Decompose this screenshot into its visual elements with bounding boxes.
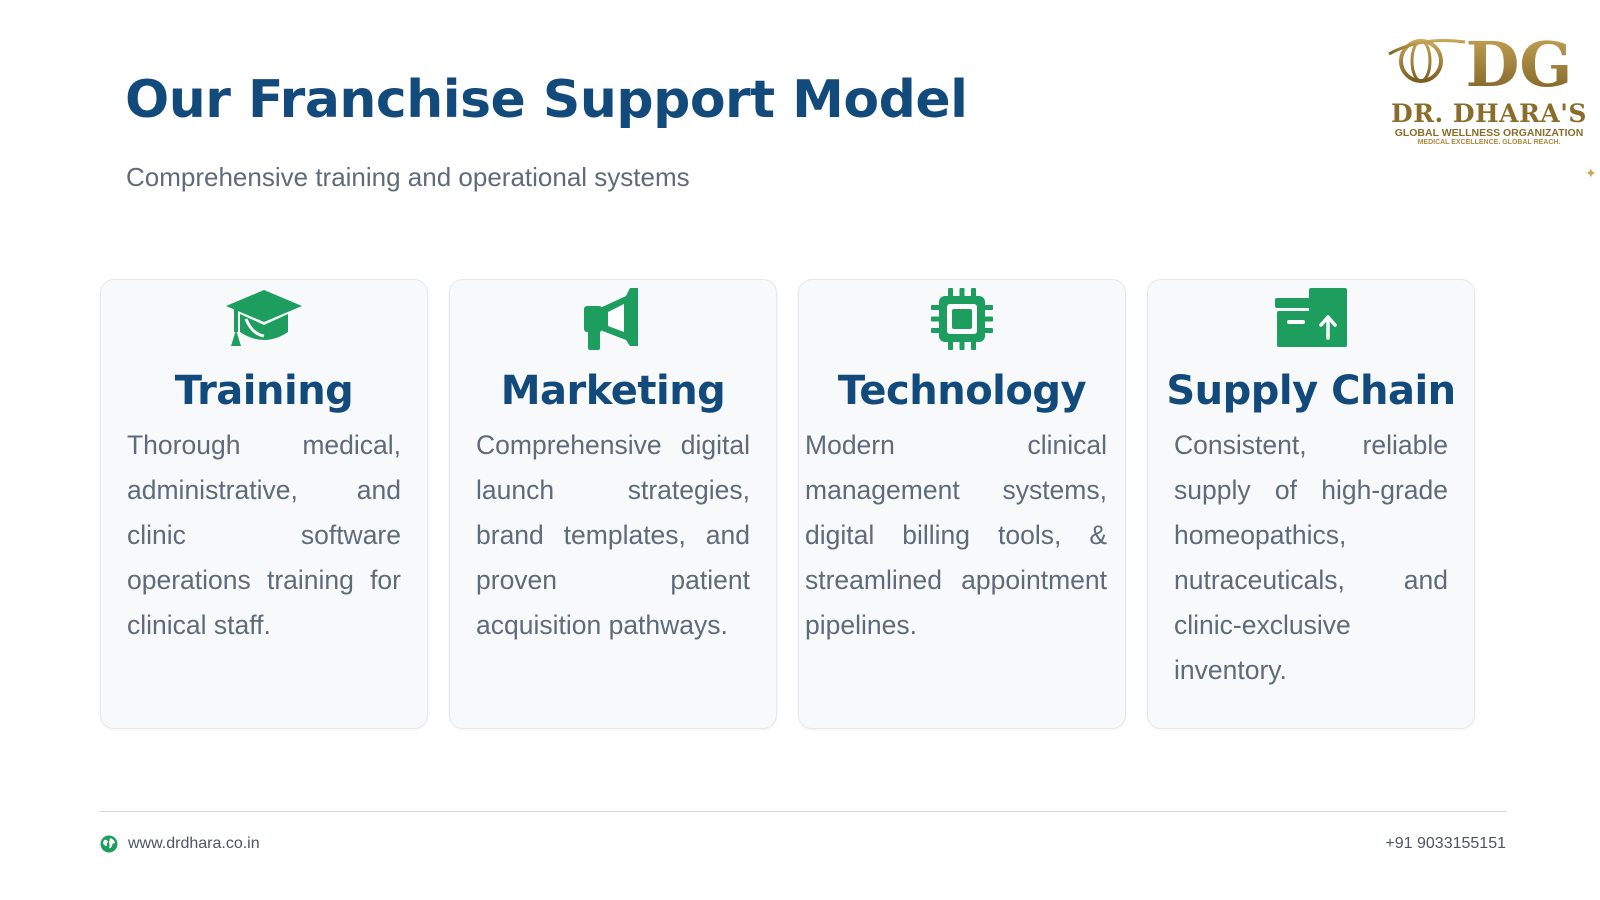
card-title: Training bbox=[174, 368, 354, 414]
globe-monogram-icon: DG bbox=[1388, 28, 1573, 98]
logo-tagline: MEDICAL EXCELLENCE. GLOBAL REACH. bbox=[1417, 139, 1561, 146]
card-text: Comprehensive digital launch strategies,… bbox=[476, 430, 750, 640]
brand-logo: DG DR. DHARA'S GLOBAL WELLNESS ORGANIZAT… bbox=[1385, 28, 1593, 188]
megaphone-icon bbox=[450, 286, 776, 352]
logo-name: DR. DHARA'S bbox=[1391, 99, 1587, 128]
card-marketing: Marketing Comprehensive digital launch s… bbox=[449, 279, 777, 729]
card-text: Thorough medical, administrative, and cl… bbox=[127, 430, 401, 640]
page-subtitle: Comprehensive training and operational s… bbox=[126, 162, 690, 192]
phone-number: +91 9033155151 bbox=[1385, 835, 1506, 852]
card-supply-chain: Supply Chain Consistent, reliable supply… bbox=[1147, 279, 1475, 729]
card-title: Marketing bbox=[500, 368, 726, 414]
card-training: Training Thorough medical, administrativ… bbox=[100, 279, 428, 729]
footer-divider bbox=[100, 811, 1506, 812]
sparkle-icon: ✦ bbox=[1585, 166, 1597, 182]
website-link[interactable]: www.drdhara.co.in bbox=[128, 835, 260, 852]
supply-boxes-icon bbox=[1148, 286, 1474, 352]
card-text: Modern clinical management systems, digi… bbox=[805, 430, 1107, 640]
card-title: Technology bbox=[837, 368, 1087, 414]
footer-website[interactable]: www.drdhara.co.in bbox=[100, 835, 260, 853]
graduation-cap-icon bbox=[101, 286, 427, 352]
page-title: Our Franchise Support Model bbox=[125, 70, 968, 130]
support-cards: Training Thorough medical, administrativ… bbox=[100, 279, 1506, 731]
card-text: Consistent, reliable supply of high-grad… bbox=[1174, 430, 1448, 685]
microchip-icon bbox=[799, 286, 1125, 352]
logo-org: GLOBAL WELLNESS ORGANIZATION bbox=[1394, 127, 1584, 139]
logo-monogram: DG bbox=[1466, 28, 1573, 98]
globe-icon bbox=[100, 835, 118, 853]
card-technology: Technology Modern clinical management sy… bbox=[798, 279, 1126, 729]
card-title: Supply Chain bbox=[1166, 368, 1456, 414]
